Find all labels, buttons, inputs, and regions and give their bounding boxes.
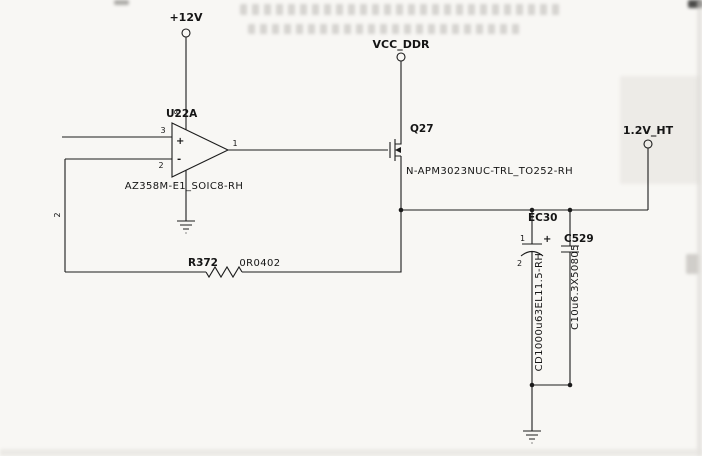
c529-part: C10u6.3X50805 [570,244,581,330]
opamp-pin-supply-number: 8 [173,109,182,114]
opamp-pin1-number: 1 [232,139,237,148]
mosfet-ref: Q27 [410,123,434,135]
c529-ref: C529 [564,233,594,245]
ec30-polarity-sign: + [543,234,551,245]
net-label-vcc-ddr: VCC_DDR [373,38,430,51]
net-label-12v-ht: 1.2V_HT [623,124,674,137]
ec30-pin2-number: 2 [517,259,522,268]
mosfet-arrow [395,147,401,153]
net-label-12v: +12V [169,11,203,24]
ec30-ref: EC30 [528,212,558,224]
mosfet-part: N-APM3023NUC-TRL_TO252-RH [406,166,573,177]
resistor-symbol [205,265,243,279]
power-pin-12v [181,28,191,38]
resistor-value: 0R0402 [239,258,280,269]
wire-feedback-left [64,159,206,273]
opamp-symbol [171,122,230,178]
power-pin-vcc-ddr [396,52,406,62]
opamp-minus-sign: - [177,154,181,165]
ec30-plate-negative [520,250,544,257]
opamp-pin3-number: 3 [160,126,165,135]
wire-mosfet-source [395,155,402,210]
wire-feedback-right [242,210,402,273]
opamp-pin2-number: 2 [158,161,163,170]
opamp-part: AZ358M-E1_SOIC8-RH [125,181,243,192]
ground-symbol-opamp [177,220,195,234]
resistor-ref: R372 [188,257,218,269]
opamp-ref: U22A [166,108,198,120]
ec30-pin1-number: 1 [520,234,525,243]
wire-mosfet-drain [395,61,402,145]
power-pin-12v-ht [643,139,653,149]
junction-bottom-right [567,382,573,388]
opamp-plus-sign: + [176,136,184,147]
ground-symbol-caps [523,430,541,444]
feedback-wire-pin-number: 2 [53,212,62,217]
ec30-part: CD1000u63EL11.5-RH [534,253,545,372]
